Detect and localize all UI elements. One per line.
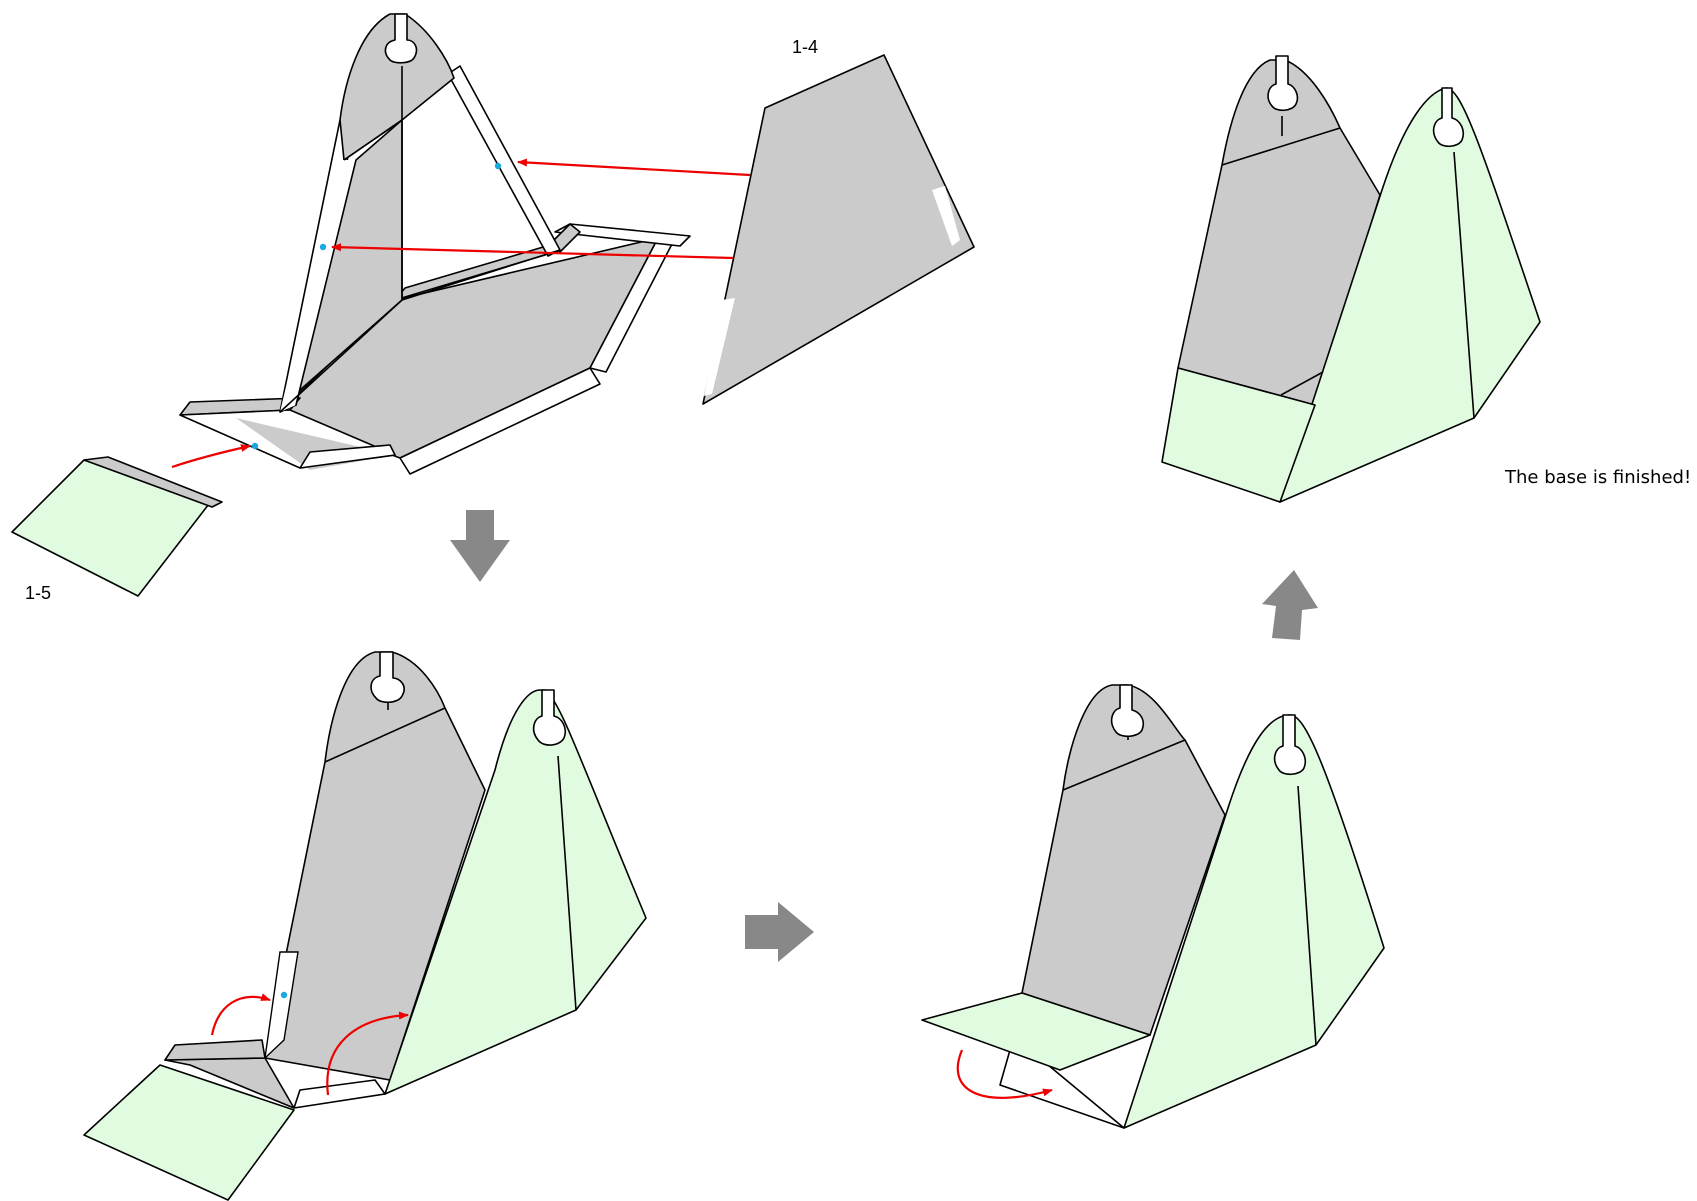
glue-dot [494, 162, 502, 170]
step1-frame [179, 13, 691, 475]
arrow-right-icon [745, 902, 814, 962]
attach-arrow [171, 444, 251, 469]
label-finished: The base is finished! [1504, 467, 1691, 488]
fold-arrow [326, 1011, 409, 1096]
part-1-5-panel: 1-5 [11, 456, 223, 603]
label-part-1-4: 1-4 [792, 37, 818, 57]
attach-arrow [331, 243, 734, 260]
fold-arrow [956, 1049, 1053, 1099]
glue-dot [319, 243, 327, 251]
step2-assembly [83, 651, 647, 1201]
arrow-down-icon [450, 510, 510, 582]
fold-arrow [210, 993, 271, 1036]
step3-assembly [921, 684, 1385, 1129]
glue-dot [251, 442, 259, 450]
arrow-up-icon [1262, 570, 1318, 640]
glue-dot [280, 991, 288, 999]
finished-base: The base is finished! [1161, 55, 1691, 503]
attach-arrow [517, 158, 751, 177]
label-part-1-5: 1-5 [25, 583, 51, 603]
part-1-4-panel: 1-4 [702, 37, 975, 405]
step1-attach-arrows [171, 158, 751, 469]
